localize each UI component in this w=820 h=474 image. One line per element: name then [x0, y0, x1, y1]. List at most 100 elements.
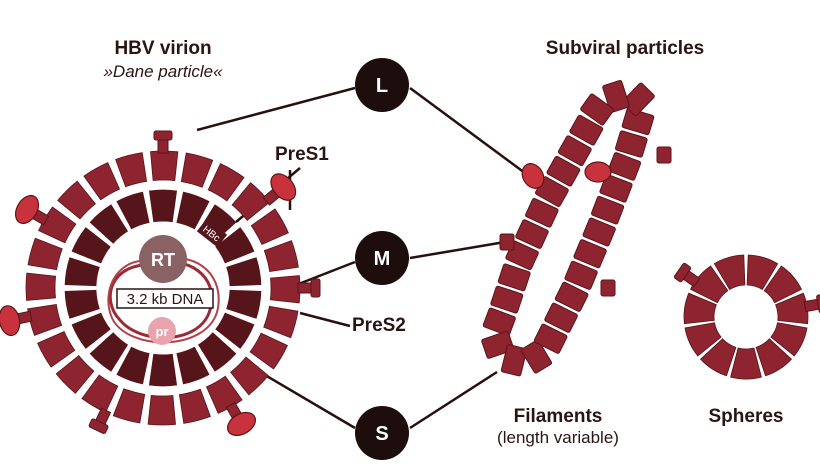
- connector-line: [409, 370, 498, 430]
- filament-block-shape: [580, 93, 615, 126]
- capsid-segment: [64, 289, 100, 319]
- filament-particle-graphic: [481, 80, 672, 377]
- pres2-spike: [600, 279, 616, 297]
- pres2-spike: [499, 233, 515, 251]
- spike-head: [816, 293, 820, 314]
- spike-head: [521, 163, 545, 189]
- filament-block: [482, 307, 516, 336]
- filament-block-shape: [621, 107, 655, 136]
- filament-block-shape: [500, 344, 528, 377]
- envelope-segment: [269, 275, 301, 304]
- filament-block-shape: [591, 195, 625, 225]
- filament-block-shape: [554, 281, 589, 312]
- capsid-segment: [197, 332, 237, 372]
- pres2-spike: [297, 278, 321, 298]
- spike-head: [0, 305, 21, 337]
- envelope-segment: [25, 272, 57, 301]
- capsid-segment: [116, 346, 150, 385]
- filament-block: [525, 198, 559, 228]
- filament-block-shape: [544, 302, 578, 333]
- rt-protein: [139, 235, 187, 283]
- pres2-spike: [673, 262, 701, 288]
- filament-block: [569, 114, 604, 146]
- filament-block-shape: [546, 155, 581, 187]
- protein-node-l: [355, 58, 409, 112]
- filament-block-shape: [564, 260, 598, 290]
- envelope-segment: [38, 206, 77, 244]
- envelope-segment: [249, 332, 288, 370]
- filament-block-shape: [621, 82, 655, 116]
- rt-label: RT: [151, 250, 175, 270]
- filament-block: [546, 155, 581, 187]
- filament-block: [490, 285, 524, 314]
- dna-box: [116, 288, 214, 309]
- pres1-spike: [262, 173, 297, 206]
- filament-block: [591, 195, 625, 225]
- spike-head: [153, 130, 173, 141]
- filament-block-shape: [573, 239, 607, 269]
- filament-block-shape: [520, 339, 553, 374]
- pres1-spike: [14, 194, 50, 226]
- pres1-label: PreS1: [275, 144, 329, 165]
- spheres-label: Spheres: [708, 406, 784, 427]
- filament-block: [580, 93, 615, 126]
- capsid-segment: [89, 204, 129, 244]
- envelope-segment: [150, 150, 179, 182]
- protein-nodes: LMS: [355, 58, 409, 460]
- sphere-segment: [683, 292, 717, 325]
- sphere-particle-graphic: [673, 254, 820, 380]
- spike-head: [14, 194, 40, 225]
- connector-line: [196, 86, 356, 132]
- envelope-segment: [147, 394, 176, 426]
- envelope-segment: [115, 152, 148, 188]
- capsid-segment: [89, 332, 129, 372]
- protein-node-label: L: [376, 75, 388, 97]
- capsid-segment: [215, 227, 255, 264]
- connector-line: [264, 373, 356, 430]
- filament-block: [615, 130, 648, 158]
- filament-block-shape: [525, 198, 559, 228]
- spike-head: [656, 146, 672, 164]
- filament-block: [533, 323, 568, 354]
- sphere-segment: [763, 265, 803, 304]
- filament-block: [497, 263, 531, 292]
- protein-node-label: S: [375, 423, 388, 445]
- filament-block: [520, 339, 553, 374]
- spike-head: [600, 279, 616, 297]
- pres2-spike: [656, 146, 672, 164]
- filament-block: [554, 281, 589, 312]
- capsid-segment: [116, 191, 150, 230]
- pres1-spike: [0, 305, 33, 337]
- filament-block: [599, 174, 633, 203]
- spike-head: [673, 262, 692, 283]
- envelope-segment: [27, 237, 63, 271]
- capsid-segment: [176, 191, 210, 230]
- pr-protein: [148, 317, 176, 345]
- capsid-segment: [71, 227, 111, 264]
- filament-block: [607, 152, 642, 181]
- envelope-segment: [81, 374, 119, 413]
- filament-block-shape: [557, 135, 592, 167]
- sphere-segment: [713, 254, 746, 291]
- spike-stalk: [297, 282, 313, 294]
- pres2-spike: [153, 130, 173, 154]
- connector-line: [299, 311, 351, 328]
- envelope-segment: [263, 305, 299, 339]
- filament-block-shape: [515, 219, 549, 249]
- spike-stalk: [157, 138, 169, 154]
- envelope-segment: [263, 240, 299, 273]
- capsid-segment: [176, 346, 210, 385]
- envelope-segment: [37, 330, 76, 368]
- capsid-segment: [226, 257, 262, 287]
- filament-block-shape: [482, 307, 516, 336]
- filament-block: [573, 239, 607, 269]
- envelope-segment: [231, 182, 271, 221]
- protein-node-m: [355, 231, 409, 285]
- virion-title: HBV virion: [114, 38, 212, 59]
- envelope-segment: [178, 388, 211, 424]
- pres2-spike: [803, 293, 820, 314]
- envelope-segment: [55, 355, 95, 394]
